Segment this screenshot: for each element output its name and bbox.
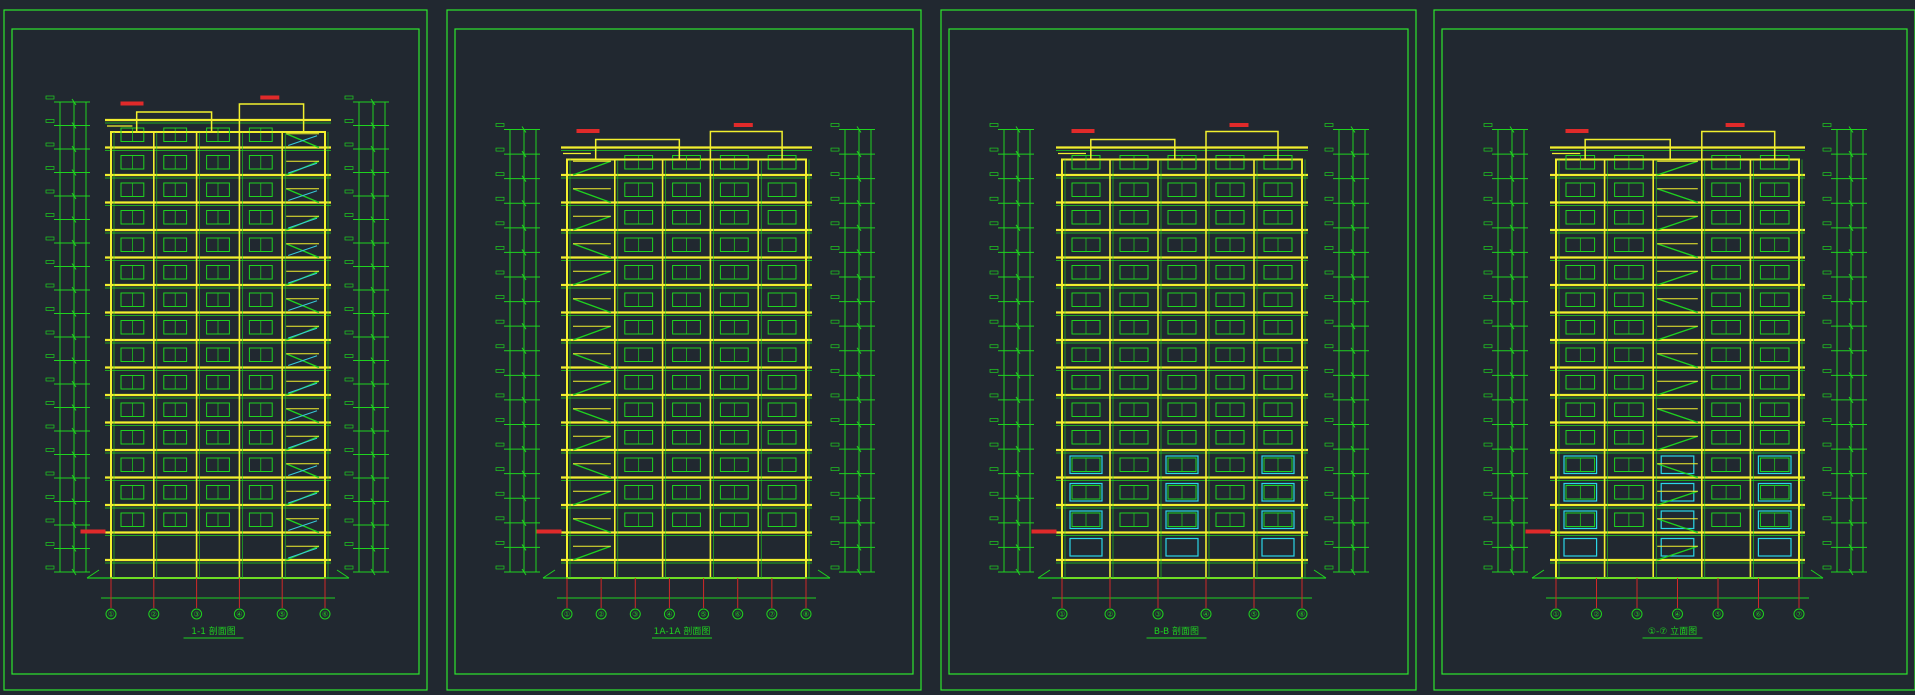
axis-bubble: ③ [1631,608,1643,620]
sheet-title: 1A-1A 剖面图 [654,625,711,637]
axis-label: ④ [1203,611,1209,619]
axis-bubble: ③ [1152,608,1164,620]
axis-bubble: ⑥ [732,608,744,620]
axis-label: ⑤ [279,611,285,619]
axis-bubble: ③ [629,608,641,620]
axis-bubble: ⑤ [698,608,710,620]
axis-bubble: ④ [1200,608,1212,620]
drawing-sheet[interactable]: ① ② ③ ④ ⑤ ⑥ ⑦ ⑧ 1A-1A 剖面图 [446,9,922,691]
axis-label: ② [151,611,157,619]
axis-bubble: ① [1550,608,1562,620]
axis-label: ② [598,611,604,619]
axis-label: ② [1593,611,1599,619]
axis-bubble: ⑦ [766,608,778,620]
axis-bubble: ⑥ [1296,608,1308,620]
axis-label: ③ [193,611,199,619]
axis-bubble: ③ [191,608,203,620]
axis-label: ③ [1634,611,1640,619]
axis-label: ③ [1155,611,1161,619]
axis-bubble: ⑥ [1753,608,1764,620]
axis-label: ⑥ [1299,611,1305,619]
axis-bubble: ① [561,608,573,620]
drawing-sheet[interactable]: ① ② ③ ④ ⑤ ⑥ ⑦ ①-⑦ 立面图 [1433,9,1915,691]
sheet-title: ①-⑦ 立面图 [1648,625,1697,637]
axis-bubble: ⑤ [276,608,288,620]
axis-label: ② [1107,611,1113,619]
axis-label: ⑦ [769,611,775,619]
axis-bubble: ② [595,608,607,620]
sheet-title: 1-1 剖面图 [191,625,236,637]
axis-bubble: ⑤ [1712,608,1724,620]
axis-label: ⑧ [803,611,809,619]
axis-label: ⑥ [735,611,741,619]
axis-bubble: ① [105,608,117,620]
axis-bubble: ⑥ [319,608,331,620]
axis-label: ⑥ [1755,611,1761,619]
axis-label: ④ [666,611,672,619]
axis-bubble: ④ [233,608,245,620]
axis-label: ① [108,611,114,619]
sheet-layer: ① ② ③ ④ ⑤ ⑥ 1-1 剖面图 ① ② ③ ④ ⑤ ⑥ ⑦ ⑧ 1A-1A 剖面图 ① ② ③ ④ ⑤ ⑥ B-B … [3,9,1915,691]
axis-label: ④ [236,611,242,619]
drawing-sheet[interactable]: ① ② ③ ④ ⑤ ⑥ B-B 剖面图 [940,9,1417,691]
axis-bubble: ② [148,608,160,620]
axis-label: ① [1059,611,1065,619]
axis-bubble: ④ [663,608,675,620]
axis-label: ⑤ [1251,611,1257,619]
axis-label: ① [1553,611,1559,619]
axis-bubble: ② [1591,608,1602,620]
axis-label: ⑤ [1715,611,1721,619]
axis-bubble: ② [1104,608,1116,620]
axis-label: ⑦ [1796,611,1802,619]
axis-label: ⑤ [700,611,706,619]
axis-label: ③ [632,611,638,619]
axis-bubble: ① [1056,608,1068,620]
axis-label: ① [564,611,570,619]
axis-bubble: ⑧ [800,608,812,620]
sheet-title: B-B 剖面图 [1154,625,1199,637]
axis-label: ⑥ [322,611,328,619]
axis-bubble: ④ [1672,608,1683,620]
drawing-sheet[interactable]: ① ② ③ ④ ⑤ ⑥ 1-1 剖面图 [3,9,428,691]
axis-label: ④ [1674,611,1680,619]
axis-bubble: ⑤ [1248,608,1260,620]
axis-bubble: ⑦ [1793,608,1805,620]
